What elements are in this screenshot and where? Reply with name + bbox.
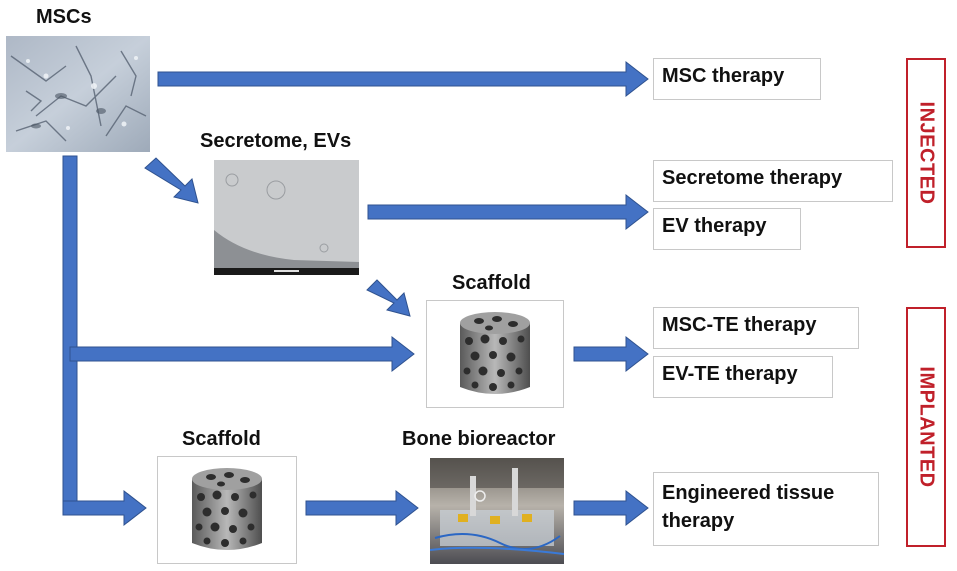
cell-culture-image xyxy=(6,36,150,152)
porous-scaffold-icon xyxy=(460,312,530,394)
arrow-trunk-vertical xyxy=(62,155,78,509)
secretome-therapy-box: Secretome therapy xyxy=(653,160,893,202)
porous-scaffold-icon xyxy=(192,468,262,550)
mscs-micrograph xyxy=(6,36,150,152)
arrow-trunk-to-scaffold-bottom xyxy=(62,489,147,527)
msc-therapy-box: MSC therapy xyxy=(653,58,821,100)
arrow-evs-to-scaffold xyxy=(366,279,411,317)
injected-label: INJECTED xyxy=(915,101,938,205)
arrow-mscs-to-evs xyxy=(144,157,199,204)
engineered-tissue-line2: therapy xyxy=(662,510,735,532)
arrow-bioreactor-to-engineered xyxy=(573,489,649,527)
scaffold-bottom-image xyxy=(157,456,297,564)
scaffold-bottom-label: Scaffold xyxy=(182,428,261,450)
engineered-tissue-line1: Engineered tissue xyxy=(662,482,835,504)
bioreactor-image xyxy=(430,458,564,564)
implanted-tag: IMPLANTED xyxy=(906,307,946,547)
secretome-evs-label: Secretome, EVs xyxy=(200,130,352,152)
ev-therapy-box: EV therapy xyxy=(653,208,801,250)
arrow-scaffold-to-bioreactor xyxy=(305,489,419,527)
evs-micrograph xyxy=(214,160,359,275)
bioreactor-photo xyxy=(430,458,564,564)
scaffold-top-label: Scaffold xyxy=(452,272,531,294)
injected-tag: INJECTED xyxy=(906,58,946,248)
arrow-trunk-to-scaffold xyxy=(69,335,415,373)
engineered-tissue-therapy-box: Engineered tissue therapy xyxy=(653,472,879,546)
ev-te-therapy-box: EV-TE therapy xyxy=(653,356,833,398)
scaffold-top-image xyxy=(426,300,564,408)
bone-bioreactor-label: Bone bioreactor xyxy=(402,428,556,450)
arrow-scaffold-to-te-therapy xyxy=(573,335,649,373)
implanted-label: IMPLANTED xyxy=(915,366,938,488)
arrow-mscs-to-msc-therapy xyxy=(157,60,649,98)
arrow-evs-to-ev-therapy xyxy=(367,193,649,231)
electron-micrograph-image xyxy=(214,160,359,275)
mscs-label: MSCs xyxy=(36,6,92,28)
msc-te-therapy-box: MSC-TE therapy xyxy=(653,307,859,349)
